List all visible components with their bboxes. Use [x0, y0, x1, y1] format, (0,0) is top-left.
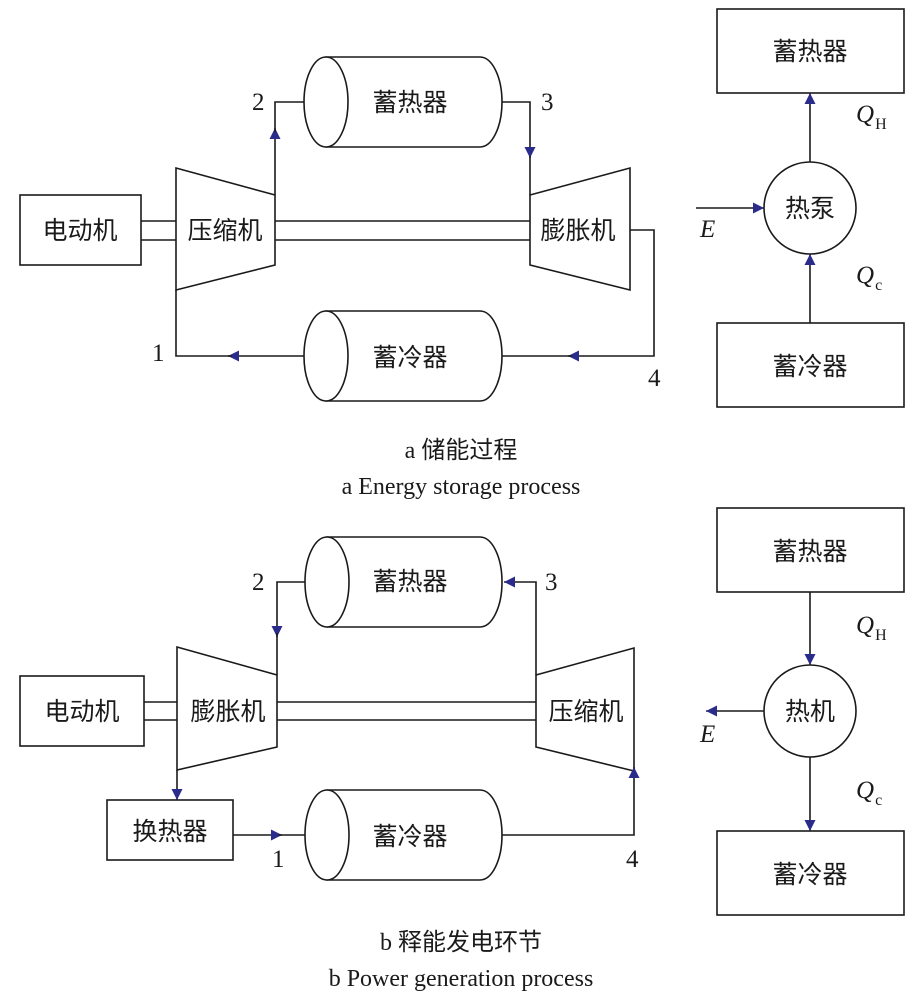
generation-flow-to-compressor: [502, 767, 640, 836]
generation-expander-label: 膨胀机: [190, 697, 265, 726]
hp-cold-store-box: [716, 322, 905, 408]
generation-motor-block: 电动机: [19, 675, 145, 747]
generation-hot-store-tank: 蓄热器: [304, 536, 503, 628]
generation-heat-exchanger-label: 换热器: [132, 817, 207, 846]
storage-motor-block: 电动机: [19, 194, 142, 266]
storage-compressor: 压缩机: [175, 166, 276, 292]
generation-state-4: 4: [626, 846, 639, 873]
heat-pump-schematic: 蓄热器 蓄冷器 热泵 E QH Qc: [696, 8, 905, 408]
heat-pump-label: 热泵: [785, 194, 835, 223]
generation-cold-store-label: 蓄冷器: [372, 822, 447, 851]
storage-cold-store-label: 蓄冷器: [372, 343, 447, 372]
storage-flow-to-expander: [502, 101, 536, 158]
generation-heat-exchanger: 换热器: [106, 799, 234, 861]
storage-state-3: 3: [541, 89, 554, 116]
storage-state-2: 2: [252, 89, 265, 116]
storage-motor-label: 电动机: [42, 216, 117, 245]
generation-caption-en: b Power generation process: [329, 966, 594, 992]
hp-cold-store-label: 蓄冷器: [772, 352, 847, 381]
generation-compressor: 压缩机: [535, 646, 635, 773]
generation-caption-cn: b 释能发电环节: [380, 929, 542, 956]
storage-hot-store-label: 蓄热器: [372, 88, 447, 117]
generation-state-1: 1: [272, 846, 285, 873]
generation-expander: 膨胀机: [176, 645, 278, 772]
storage-state-4: 4: [648, 365, 661, 392]
hp-q-cold: Qc: [856, 262, 882, 294]
he-energy-symbol: E: [699, 721, 715, 748]
generation-hot-store-label: 蓄热器: [372, 567, 447, 596]
storage-diagram: 电动机 压缩机 膨胀机 蓄热器 蓄冷器: [19, 8, 905, 500]
storage-caption-cn: a 储能过程: [405, 437, 518, 464]
storage-cold-store-tank: 蓄冷器: [303, 310, 503, 402]
heat-engine-label: 热机: [785, 697, 835, 726]
generation-state-3: 3: [545, 569, 558, 596]
he-q-hot: QH: [856, 612, 887, 644]
generation-cold-store-tank: 蓄冷器: [304, 789, 503, 881]
hp-q-hot: QH: [856, 101, 887, 133]
hp-hot-store-label: 蓄热器: [772, 37, 847, 66]
he-q-cold: Qc: [856, 777, 882, 809]
storage-hot-store-tank: 蓄热器: [303, 56, 503, 148]
he-cold-store-box: [716, 830, 905, 916]
generation-diagram: 电动机 膨胀机 压缩机 蓄热器 蓄冷器: [19, 507, 905, 992]
generation-compressor-label: 压缩机: [548, 697, 623, 726]
generation-state-2: 2: [252, 569, 265, 596]
storage-compressor-label: 压缩机: [187, 216, 262, 245]
storage-state-1: 1: [152, 340, 165, 367]
storage-flow-expander-out: [568, 229, 655, 362]
hp-hot-store-box: [716, 8, 905, 94]
generation-flow-to-expander: [271, 581, 305, 637]
hp-energy-symbol: E: [699, 216, 715, 243]
storage-expander-label: 膨胀机: [540, 216, 615, 245]
heat-engine-schematic: 蓄热器 蓄冷器 热机 E QH Qc: [699, 507, 905, 916]
storage-expander: 膨胀机: [529, 166, 631, 292]
he-hot-store-box: [716, 507, 905, 593]
he-hot-store-label: 蓄热器: [772, 537, 847, 566]
storage-caption-en: a Energy storage process: [342, 474, 581, 500]
generation-motor-label: 电动机: [44, 697, 119, 726]
he-cold-store-label: 蓄冷器: [772, 860, 847, 889]
generation-flow-to-hot-store: [504, 576, 537, 675]
